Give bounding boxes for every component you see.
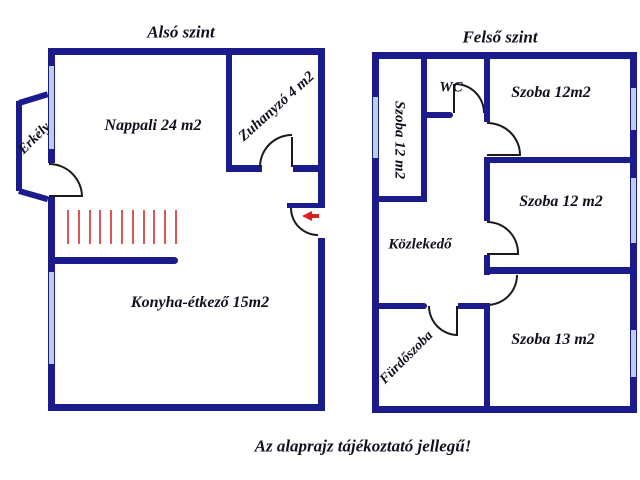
room-label-nappali: Nappali 24 m2 [104, 117, 202, 134]
radiator-symbol [67, 210, 177, 244]
wall-top [48, 48, 325, 55]
corridor-divider-seg [484, 52, 490, 122]
radiator-line [153, 210, 156, 244]
corridor-divider-seg [484, 306, 490, 413]
bedroom-top-door-arc [487, 122, 521, 155]
wall-left-seg [48, 364, 55, 411]
room-separator-bottom [484, 267, 637, 274]
wall-right-seg [630, 130, 637, 178]
window-right-bottom [630, 330, 637, 377]
radiator-line [131, 210, 134, 244]
room-label-szoba-bottom-right: Szoba 13 m2 [511, 331, 595, 348]
radiator-line [120, 210, 123, 244]
wall-left-seg [48, 48, 55, 66]
bedroom-left-bottom-wall [372, 196, 427, 202]
balcony-wall-top [18, 91, 49, 106]
corridor-divider-seg [484, 255, 490, 275]
window-left-upper [48, 66, 55, 149]
upper-floor-title: Felső szint [462, 27, 538, 47]
wc-wall [427, 112, 453, 118]
shower-door-leaf [291, 137, 293, 167]
room-label-szoba-left: Szoba 12 m2 [391, 100, 408, 180]
lower-floor-title: Alsó szint [147, 22, 215, 42]
radiator-line [77, 210, 80, 244]
wall-right-lower [318, 238, 325, 411]
kitchen-divider-wall [48, 257, 178, 264]
radiator-line [164, 210, 167, 244]
wall-top [372, 52, 637, 59]
bedroom-left-wall [421, 52, 427, 202]
room-label-szoba-mid-right: Szoba 12 m2 [519, 193, 603, 210]
bedroom-mid-door-arc [487, 221, 519, 253]
entry-niche-wall [287, 203, 325, 208]
wall-right-seg [630, 243, 637, 330]
shower-wall-left [226, 48, 232, 172]
entry-arrow-icon [302, 211, 312, 221]
wall-bottom [372, 406, 637, 413]
radiator-line [99, 210, 102, 244]
room-label-kozlekedo: Közlekedő [388, 236, 452, 253]
wall-right-seg [630, 52, 637, 88]
window-right-top [630, 88, 637, 130]
window-left-lower [48, 272, 55, 364]
radiator-line [174, 210, 177, 244]
room-label-konyha: Konyha-étkező 15m2 [130, 294, 270, 311]
radiator-line [142, 210, 145, 244]
bathroom-wall-right [458, 303, 490, 309]
balcony-door-arc [49, 163, 83, 197]
shower-wall-bottom-right [293, 165, 318, 172]
bathroom-door-arc [428, 306, 458, 336]
wall-right-seg [630, 377, 637, 413]
shower-door-arc [259, 134, 292, 167]
wall-left-seg [372, 52, 379, 97]
room-label-wc: WC [439, 79, 463, 96]
room-separator-top [484, 157, 637, 163]
radiator-line [88, 210, 91, 244]
wall-left-seg [48, 197, 55, 272]
window-right-middle [630, 178, 637, 243]
wc-door-leaf [453, 84, 455, 113]
window-left [372, 97, 379, 158]
balcony-wall-bottom [18, 188, 49, 203]
balcony-door-leaf [49, 195, 83, 197]
corridor-divider-seg [484, 163, 490, 221]
radiator-line [110, 210, 113, 244]
wall-right-upper [318, 48, 325, 205]
wall-left-seg [372, 158, 379, 411]
bedroom-bottom-door-arc [487, 275, 518, 306]
bathroom-wall-left [372, 303, 427, 309]
bedroom-mid-door-leaf [487, 253, 519, 255]
shower-wall-bottom-left [226, 165, 262, 172]
bedroom-top-door-leaf [487, 154, 521, 156]
balcony-wall-left [16, 101, 22, 191]
room-label-furdoszoba: Fürdőszoba [377, 328, 437, 388]
wall-left-seg [48, 149, 55, 163]
entry-arrow-icon [311, 214, 319, 218]
room-label-zuhanyzo: Zuhanyzó 4 m2 [235, 68, 318, 145]
disclaimer-caption: Az alaprajz tájékoztató jellegű! [254, 436, 472, 456]
room-label-szoba-top-right: Szoba 12m2 [511, 84, 591, 101]
radiator-line [67, 210, 69, 244]
wall-bottom [48, 404, 325, 411]
